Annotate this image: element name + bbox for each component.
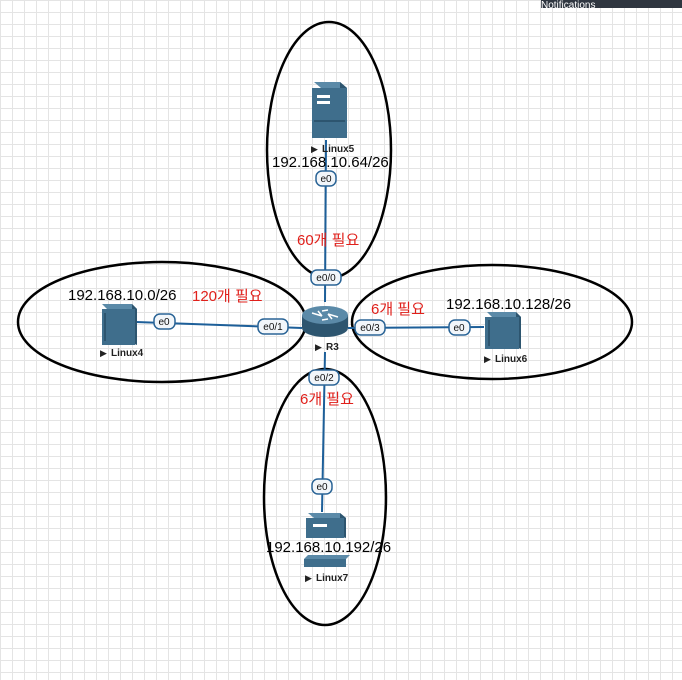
port-r3-e0-1[interactable]: e0/1 bbox=[257, 318, 289, 335]
play-icon: ▶ bbox=[305, 573, 312, 583]
subnet-label-linux7: 192.168.10.192/26 bbox=[266, 539, 391, 556]
play-icon: ▶ bbox=[100, 348, 107, 358]
play-icon: ▶ bbox=[311, 144, 318, 154]
svg-text:e0/0: e0/0 bbox=[316, 273, 336, 284]
svg-text:e0/3: e0/3 bbox=[360, 323, 380, 334]
port-linux4-e0[interactable]: e0 bbox=[153, 313, 176, 330]
play-icon: ▶ bbox=[484, 354, 491, 364]
server-icon bbox=[312, 82, 347, 138]
svg-text:e0: e0 bbox=[158, 317, 170, 328]
port-r3-e0-0[interactable]: e0/0 bbox=[310, 269, 342, 286]
node-r3[interactable]: ▶ R3 bbox=[302, 306, 348, 353]
node-label-linux4: Linux4 bbox=[111, 348, 144, 359]
port-linux5-e0[interactable]: e0 bbox=[315, 170, 337, 187]
svg-text:e0: e0 bbox=[453, 323, 465, 334]
port-linux7-e0[interactable]: e0 bbox=[311, 478, 333, 495]
svg-text:e0: e0 bbox=[320, 174, 332, 185]
annotation-linux7: 6개 필요 bbox=[300, 391, 354, 408]
router-icon bbox=[302, 306, 348, 337]
notifications-label: Notifications bbox=[541, 0, 596, 8]
subnet-label-linux5: 192.168.10.64/26 bbox=[272, 154, 389, 171]
annotation-linux4: 120개 필요 bbox=[192, 288, 263, 305]
port-r3-e0-2[interactable]: e0/2 bbox=[308, 369, 340, 386]
svg-text:e0/2: e0/2 bbox=[314, 373, 334, 384]
play-icon: ▶ bbox=[315, 342, 322, 352]
node-label-linux7: Linux7 bbox=[316, 573, 349, 584]
server-icon bbox=[485, 312, 521, 349]
node-linux7[interactable]: ▶ Linux7 bbox=[304, 513, 350, 584]
notifications-bar[interactable]: Notifications bbox=[541, 0, 682, 8]
subnet-ellipse-linux6 bbox=[350, 263, 634, 381]
node-linux5[interactable]: ▶ Linux5 bbox=[311, 82, 355, 155]
subnet-label-linux4: 192.168.10.0/26 bbox=[68, 287, 176, 304]
server-icon bbox=[102, 304, 137, 345]
node-label-linux5: Linux5 bbox=[322, 144, 355, 155]
node-label-linux6: Linux6 bbox=[495, 354, 528, 365]
node-linux6[interactable]: ▶ Linux6 bbox=[484, 312, 528, 365]
node-linux4[interactable]: ▶ Linux4 bbox=[100, 304, 144, 359]
workstation-icon bbox=[304, 513, 350, 567]
annotation-linux6: 6개 필요 bbox=[371, 301, 425, 318]
node-label-r3: R3 bbox=[326, 342, 339, 353]
svg-text:e0/1: e0/1 bbox=[263, 322, 283, 333]
subnet-label-linux6: 192.168.10.128/26 bbox=[446, 296, 571, 313]
annotation-linux5: 60개 필요 bbox=[297, 232, 359, 249]
port-linux6-e0[interactable]: e0 bbox=[448, 319, 471, 336]
port-r3-e0-3[interactable]: e0/3 bbox=[354, 319, 386, 336]
svg-text:e0: e0 bbox=[316, 482, 328, 493]
